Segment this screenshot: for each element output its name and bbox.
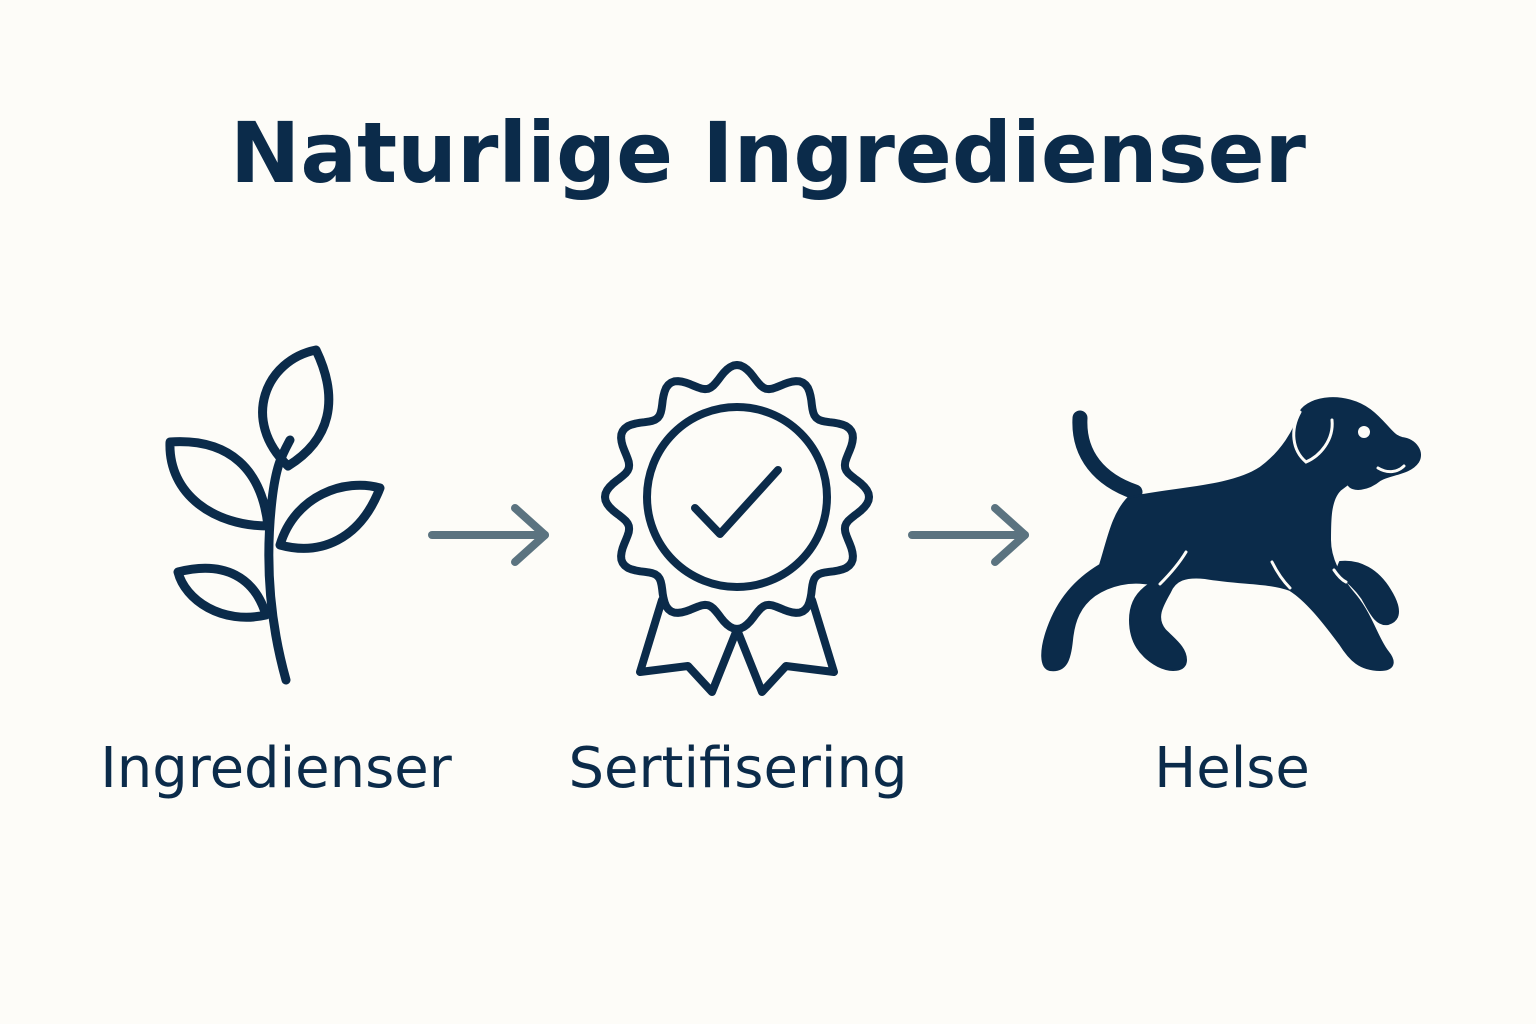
step-label-ingredients: Ingredienser bbox=[100, 736, 452, 801]
certified-badge-icon bbox=[601, 361, 873, 696]
arrow-right-icon bbox=[428, 504, 549, 566]
diagram-title: Naturlige Ingredienser bbox=[230, 104, 1306, 202]
step-label-health: Helse bbox=[1154, 736, 1310, 801]
dog-icon bbox=[1041, 397, 1421, 672]
leaf-sprig-icon bbox=[165, 345, 385, 685]
arrow-right-icon bbox=[908, 504, 1029, 566]
step-label-certification: Sertifisering bbox=[568, 736, 908, 801]
